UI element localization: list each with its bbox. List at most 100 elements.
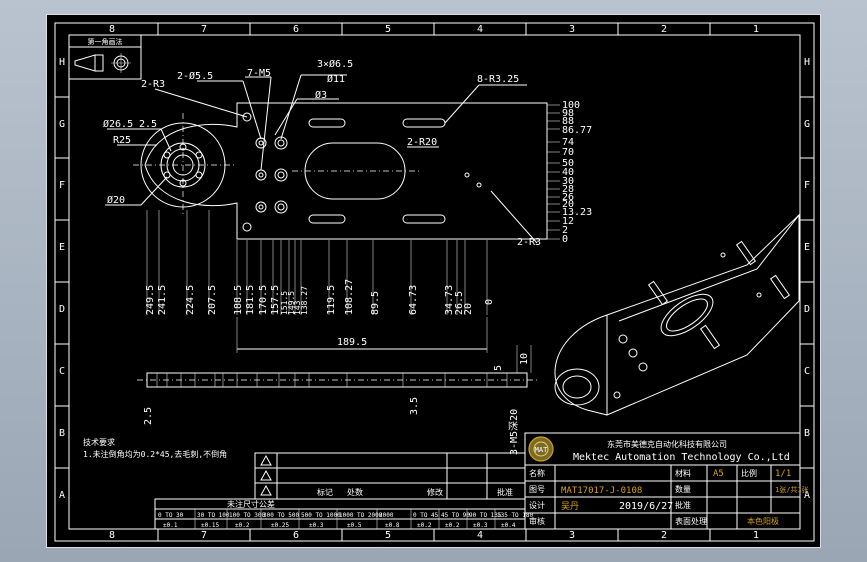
label-revision: 修改 bbox=[427, 487, 443, 497]
callout-through: Ø3 bbox=[315, 89, 327, 101]
callout-r3-bottom: 2-R3 bbox=[517, 237, 541, 248]
dim-text: 108.27 bbox=[344, 279, 355, 315]
grid-col: 3 bbox=[569, 24, 575, 35]
tol-angle-range: 135 TO 180 bbox=[497, 512, 534, 519]
dim-text: 88 bbox=[562, 116, 574, 127]
dim-text: 151.5 bbox=[280, 291, 289, 315]
dim-text: 98 bbox=[562, 108, 574, 119]
tol-range: 0 TO 30 bbox=[158, 512, 184, 519]
dim-text: 30 bbox=[562, 176, 574, 187]
grid-row: B bbox=[59, 428, 65, 439]
grid-col: 2 bbox=[661, 530, 667, 541]
title-block: MAT 东莞市美德克自动化科技有限公司 Mektec Automation Te… bbox=[524, 432, 809, 530]
tol-value: ±0.3 bbox=[309, 522, 324, 529]
grid-row: G bbox=[59, 119, 65, 130]
label-approve: 批准 bbox=[675, 500, 691, 510]
tol-range: 300 TO 500 bbox=[263, 512, 300, 519]
dim-text: 188.5 bbox=[233, 285, 244, 315]
cad-drawing: 8 7 6 5 4 3 2 1 8 7 6 5 4 3 2 1 H G F E … bbox=[54, 22, 815, 542]
tech-notes: 技术要求 1.未注倒角均为0.2*45,去毛刺,不倒角 bbox=[83, 437, 227, 459]
label-material: 材料 bbox=[675, 468, 691, 478]
grid-col: 5 bbox=[385, 530, 391, 541]
tol-value: ±0.2 bbox=[235, 522, 250, 529]
dim-text: 170.5 bbox=[258, 285, 269, 315]
dim-text: 249.5 bbox=[145, 285, 156, 315]
drawing-number: MAT17017-J-0108 bbox=[561, 486, 642, 496]
dim-5: 5 bbox=[493, 365, 504, 371]
cone-icon bbox=[74, 54, 96, 72]
grid-col: 1 bbox=[753, 530, 759, 541]
callout-bore: Ø26.5 bbox=[103, 118, 133, 130]
company-name-cn: 东莞市美德克自动化科技有限公司 bbox=[607, 439, 727, 449]
dim-text: 0 bbox=[562, 234, 568, 245]
callout-r25: R25 bbox=[113, 135, 131, 146]
tol-range: 2000 bbox=[379, 512, 394, 519]
dim-text: 12 bbox=[562, 216, 574, 227]
dim-text: 20 bbox=[562, 199, 574, 210]
grid-row: A bbox=[59, 490, 65, 501]
tolerance-header: 未注尺寸公差 bbox=[227, 499, 275, 509]
dim-text: 207.5 bbox=[207, 285, 218, 315]
dim-text: 28 bbox=[562, 184, 574, 195]
callout-leaders bbox=[105, 74, 538, 244]
callout-pocket: 2-R20 bbox=[407, 137, 437, 148]
callout-bore-depth: 2.5 bbox=[139, 119, 157, 130]
company-logo: MAT bbox=[528, 436, 554, 462]
tol-range: 100 TO 300 bbox=[229, 512, 266, 519]
dim-text: 241.5 bbox=[157, 285, 168, 315]
grid-col: 2 bbox=[661, 24, 667, 35]
tol-value: ±0.15 bbox=[201, 522, 219, 529]
grid-col: 5 bbox=[385, 24, 391, 35]
warning-icon bbox=[260, 469, 272, 481]
label-count: 处数 bbox=[347, 487, 363, 497]
grid-col: 8 bbox=[109, 24, 115, 35]
dim-text: 26.5 bbox=[454, 291, 465, 315]
company-name-en: Mektec Automation Technology Co.,Ltd bbox=[573, 452, 790, 463]
grid-col: 8 bbox=[109, 530, 115, 541]
side-view: 10 5 2.5 3.5 3-M5深20 bbox=[137, 345, 537, 455]
grid-col: 6 bbox=[293, 24, 299, 35]
design-date: 2019/6/27 bbox=[619, 501, 673, 512]
tol-angle-value: ±0.2 bbox=[417, 522, 432, 529]
scale-value: 1/1 bbox=[775, 469, 791, 479]
notes-line-1: 1.未注倒角均为0.2*45,去毛刺,不倒角 bbox=[83, 449, 227, 459]
label-marker: 标记 bbox=[317, 487, 333, 497]
revision-table: 标记 处数 修改 批准 bbox=[254, 452, 526, 500]
callout-d20: Ø20 bbox=[107, 194, 125, 206]
tol-value: ±0.1 bbox=[163, 522, 178, 529]
drawing-canvas[interactable]: 8 7 6 5 4 3 2 1 8 7 6 5 4 3 2 1 H G F E … bbox=[46, 14, 821, 548]
dim-text: 100 bbox=[562, 100, 580, 111]
notes-title: 技术要求 bbox=[83, 437, 115, 447]
tol-angle-value: ±0.4 bbox=[501, 522, 516, 529]
callout-holes-55: 2-Ø5.5 bbox=[177, 70, 213, 82]
surface-value: 本色阳极 bbox=[747, 516, 779, 526]
label-check: 审核 bbox=[529, 516, 545, 526]
top-view: 249.5 241.5 224.5 207.5 188.5 181.5 170.… bbox=[103, 58, 592, 353]
label-drawing: 图号 bbox=[529, 485, 545, 494]
dim-text: 143 bbox=[293, 300, 302, 315]
grid-row: D bbox=[59, 304, 65, 315]
grid-row: G bbox=[804, 119, 810, 130]
plate-outline bbox=[144, 102, 548, 240]
grid-col: 6 bbox=[293, 530, 299, 541]
grid-row: F bbox=[59, 180, 65, 191]
dim-text: 26 bbox=[562, 192, 574, 203]
dim-25: 2.5 bbox=[143, 407, 154, 425]
label-qty: 数量 bbox=[675, 484, 691, 494]
dim-text: 157.5 bbox=[270, 285, 281, 315]
tol-angle-range: 0 TO 45 bbox=[413, 512, 439, 519]
dim-text: 0 bbox=[484, 299, 495, 305]
label-scale: 比例 bbox=[741, 468, 757, 478]
dim-text: 34.73 bbox=[444, 285, 455, 315]
callout-texts: 2-R3 2-Ø5.5 7-M5 3×Ø6.5 Ø11 Ø3 8-R3.25 Ø… bbox=[103, 58, 541, 248]
dim-text: 40 bbox=[562, 167, 574, 178]
grid-rows-left: H G F E D C B A bbox=[55, 57, 69, 501]
tol-range: 30 TO 100 bbox=[197, 512, 230, 519]
grid-row: C bbox=[804, 366, 810, 377]
tolerance-table: 未注尺寸公差 0 TO 30 30 TO 100 100 TO 300 300 … bbox=[154, 498, 534, 530]
grid-col: 7 bbox=[201, 24, 207, 35]
dim-text: 74 bbox=[562, 137, 574, 148]
tol-value: ±0.5 bbox=[347, 522, 362, 529]
label-surface: 表面处理 bbox=[675, 516, 707, 526]
tol-range: 1000 TO 2000 bbox=[339, 512, 383, 519]
